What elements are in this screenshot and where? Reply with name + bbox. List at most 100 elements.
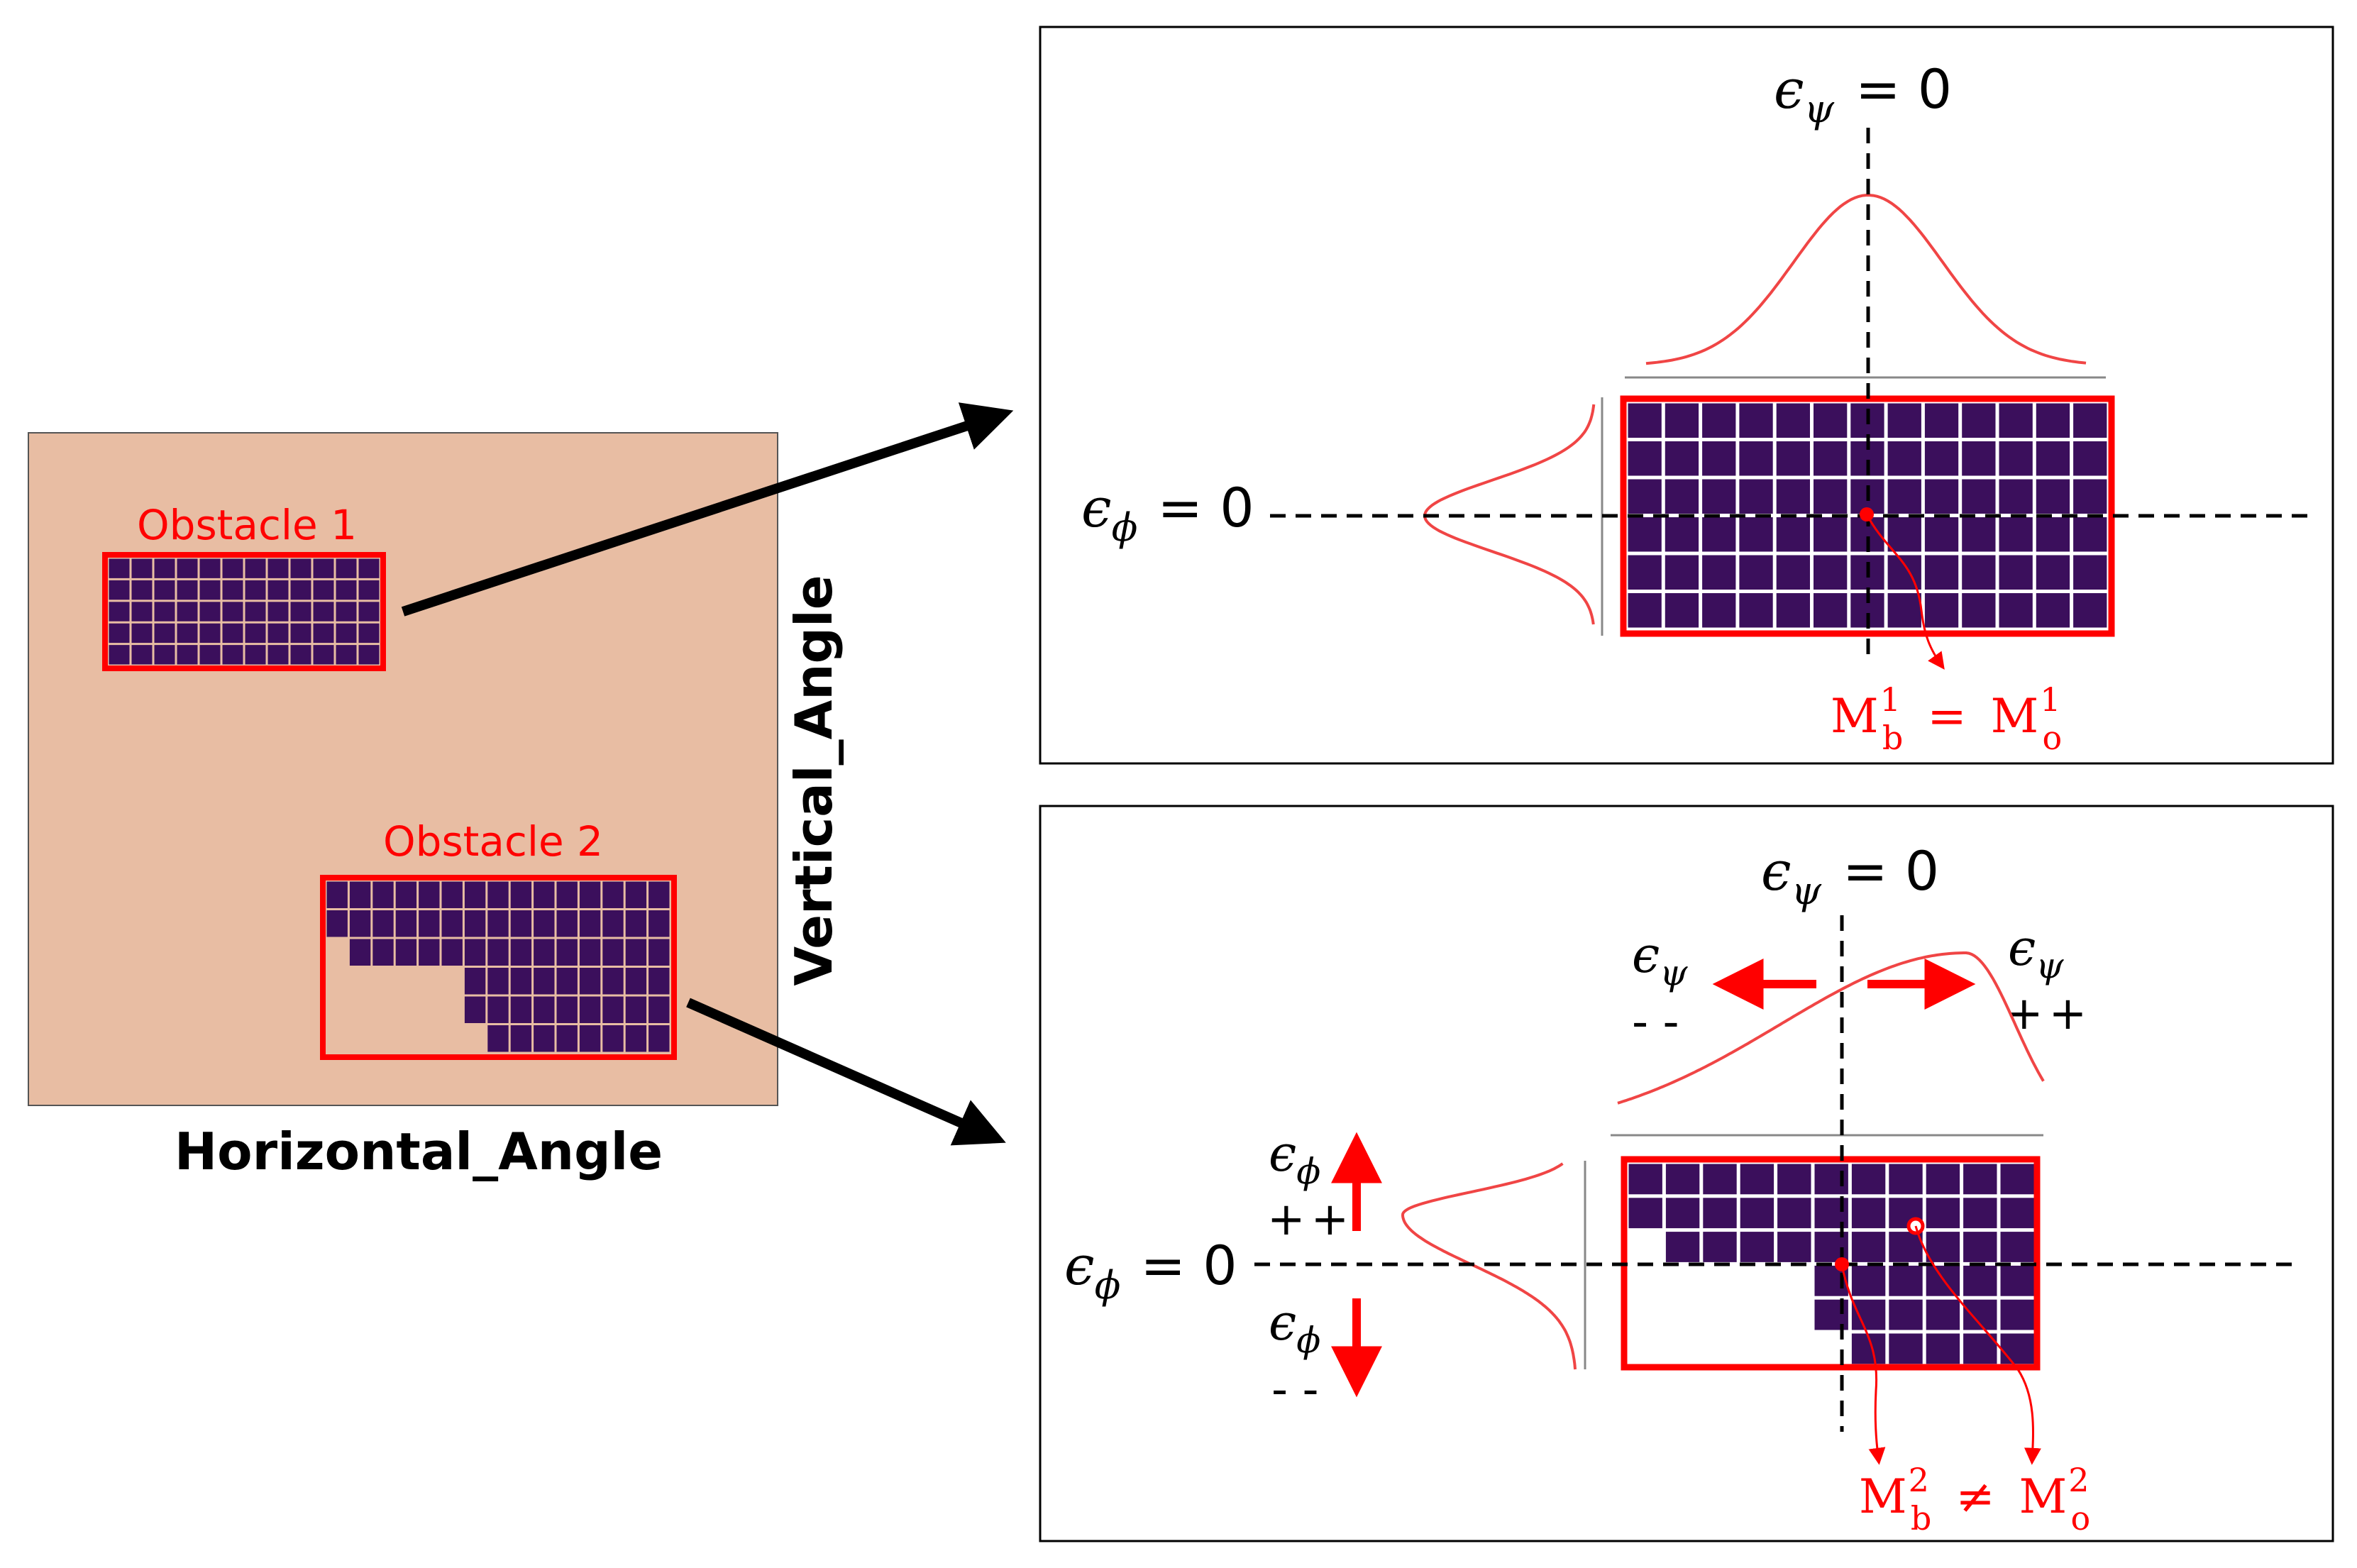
- grid-cell: [1887, 479, 1921, 514]
- top-mb: M: [1831, 689, 1879, 744]
- bottom-phi-down-sign: - -: [1271, 1364, 1319, 1416]
- bottom-psi-label: ϵψ= 0: [1761, 839, 1939, 913]
- grid-cell: [648, 939, 670, 966]
- grid-cell: [534, 910, 555, 937]
- bottom-mo-sub: o: [2071, 1499, 2091, 1537]
- grid-cell: [2036, 593, 2070, 628]
- grid-cell: [358, 645, 380, 665]
- grid-cell: [154, 580, 175, 600]
- grid-cell: [1702, 517, 1736, 552]
- grid-cell: [2000, 1198, 2034, 1229]
- grid-cell: [510, 1025, 532, 1052]
- top-psi-eq: = 0: [1855, 57, 1952, 121]
- grid-cell: [1628, 1164, 1662, 1195]
- bottom-psi-left-sign: - -: [1632, 996, 1679, 1049]
- bottom-phi-up-label: ϵϕ: [1269, 1125, 1320, 1192]
- bottom-vertical-distribution-curve: [1401, 1162, 1577, 1370]
- grid-cell: [510, 996, 532, 1023]
- grid-cell: [1739, 403, 1773, 438]
- grid-cell: [1926, 1198, 1960, 1229]
- grid-cell: [648, 996, 670, 1023]
- grid-cell: [154, 558, 175, 578]
- grid-cell: [1851, 1265, 1886, 1296]
- grid-cell: [313, 580, 334, 600]
- grid-cell: [2073, 479, 2107, 514]
- grid-cell: [556, 996, 578, 1023]
- grid-cell: [199, 602, 221, 622]
- grid-cell: [419, 881, 440, 908]
- grid-cell: [1962, 555, 1996, 590]
- grid-cell: [579, 910, 601, 937]
- grid-cell: [1999, 517, 2033, 552]
- grid-cell: [1962, 517, 1996, 552]
- grid-cell: [1814, 441, 1848, 476]
- grid-cell: [556, 881, 578, 908]
- grid-cell: [313, 602, 334, 622]
- grid-cell: [1628, 403, 1662, 438]
- grid-cell: [1814, 479, 1848, 514]
- grid-cell: [1777, 1198, 1811, 1229]
- grid-cell: [1739, 593, 1773, 628]
- grid-cell: [177, 623, 198, 644]
- grid-cell: [1999, 441, 2033, 476]
- grid-cell: [358, 602, 380, 622]
- bottom-phi-up-sign: ++: [1267, 1193, 1354, 1246]
- grid-cell: [1926, 1265, 1960, 1296]
- bottom-horizontal-distribution-curve: [1617, 951, 2045, 1105]
- phi-up-symbol: ϵ: [1269, 1125, 1296, 1183]
- grid-cell: [313, 645, 334, 665]
- grid-cell: [464, 910, 486, 937]
- grid-cell: [199, 580, 221, 600]
- grid-cell: [131, 623, 153, 644]
- grid-cell: [534, 881, 555, 908]
- grid-cell: [556, 910, 578, 937]
- grid-cell: [1999, 555, 2033, 590]
- grid-cell: [1739, 555, 1773, 590]
- grid-cell: [579, 939, 601, 966]
- grid-cell: [648, 1025, 670, 1052]
- grid-cell: [1962, 403, 1996, 438]
- bottom-mb: M: [1859, 1469, 1907, 1524]
- horizontal-axis-label: Horizontal_Angle: [175, 1122, 663, 1181]
- grid-cell: [109, 580, 130, 600]
- grid-cell: [2036, 555, 2070, 590]
- grid-cell: [336, 645, 357, 665]
- grid-cell: [2000, 1333, 2034, 1364]
- grid-cell: [1999, 403, 2033, 438]
- top-psi-symbol: ϵ: [1774, 57, 1804, 121]
- phi-down-subscript: ϕ: [1296, 1320, 1320, 1361]
- grid-cell: [2036, 479, 2070, 514]
- grid-cell: [1628, 1198, 1662, 1229]
- grid-cell: [1851, 1232, 1886, 1262]
- grid-cell: [625, 968, 647, 995]
- grid-cell: [534, 939, 555, 966]
- grid-cell: [1814, 517, 1848, 552]
- grid-cell: [464, 968, 486, 995]
- grid-cell: [1703, 1232, 1737, 1262]
- grid-cell: [177, 558, 198, 578]
- grid-cell: [326, 910, 348, 937]
- grid-cell: [1924, 479, 1959, 514]
- grid-cell: [131, 645, 153, 665]
- grid-cell: [1887, 517, 1921, 552]
- bottom-mb-sub: b: [1911, 1499, 1931, 1537]
- grid-cell: [464, 881, 486, 908]
- bottom-panel: ϵψ= 0 ϵϕ= 0 ϵψ - - ϵψ ++ ϵϕ ++ ϵϕ - -: [1039, 805, 2334, 1542]
- grid-cell: [464, 996, 486, 1023]
- grid-cell: [222, 645, 243, 665]
- grid-cell: [1889, 1265, 1923, 1296]
- grid-cell: [1924, 403, 1959, 438]
- grid-cell: [2073, 517, 2107, 552]
- grid-cell: [154, 623, 175, 644]
- top-psi-subscript: ψ: [1804, 87, 1835, 131]
- grid-cell: [290, 645, 311, 665]
- grid-cell: [602, 996, 624, 1023]
- grid-cell: [510, 910, 532, 937]
- grid-cell: [1702, 593, 1736, 628]
- grid-cell: [109, 645, 130, 665]
- grid-cell: [109, 558, 130, 578]
- psi-right-subscript: ψ: [2036, 945, 2064, 986]
- grid-cell: [336, 623, 357, 644]
- top-obstacle-grid: [1628, 403, 2107, 628]
